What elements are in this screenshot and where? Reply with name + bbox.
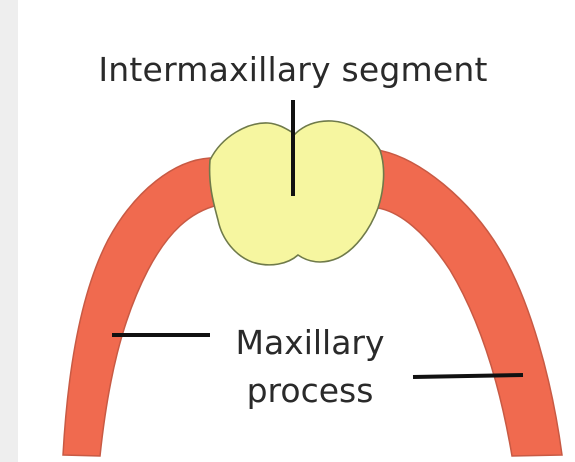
intermaxillary-segment xyxy=(210,121,384,265)
label-maxillary-process: Maxillary process xyxy=(205,319,415,415)
left-frame-strip xyxy=(0,0,18,462)
label-maxillary-process-line2: process xyxy=(205,367,415,415)
label-intermaxillary-segment: Intermaxillary segment xyxy=(76,50,510,89)
pointer-line-maxillary-right xyxy=(413,375,523,377)
label-maxillary-process-line1: Maxillary xyxy=(205,319,415,367)
maxillary-process-left xyxy=(63,158,218,456)
